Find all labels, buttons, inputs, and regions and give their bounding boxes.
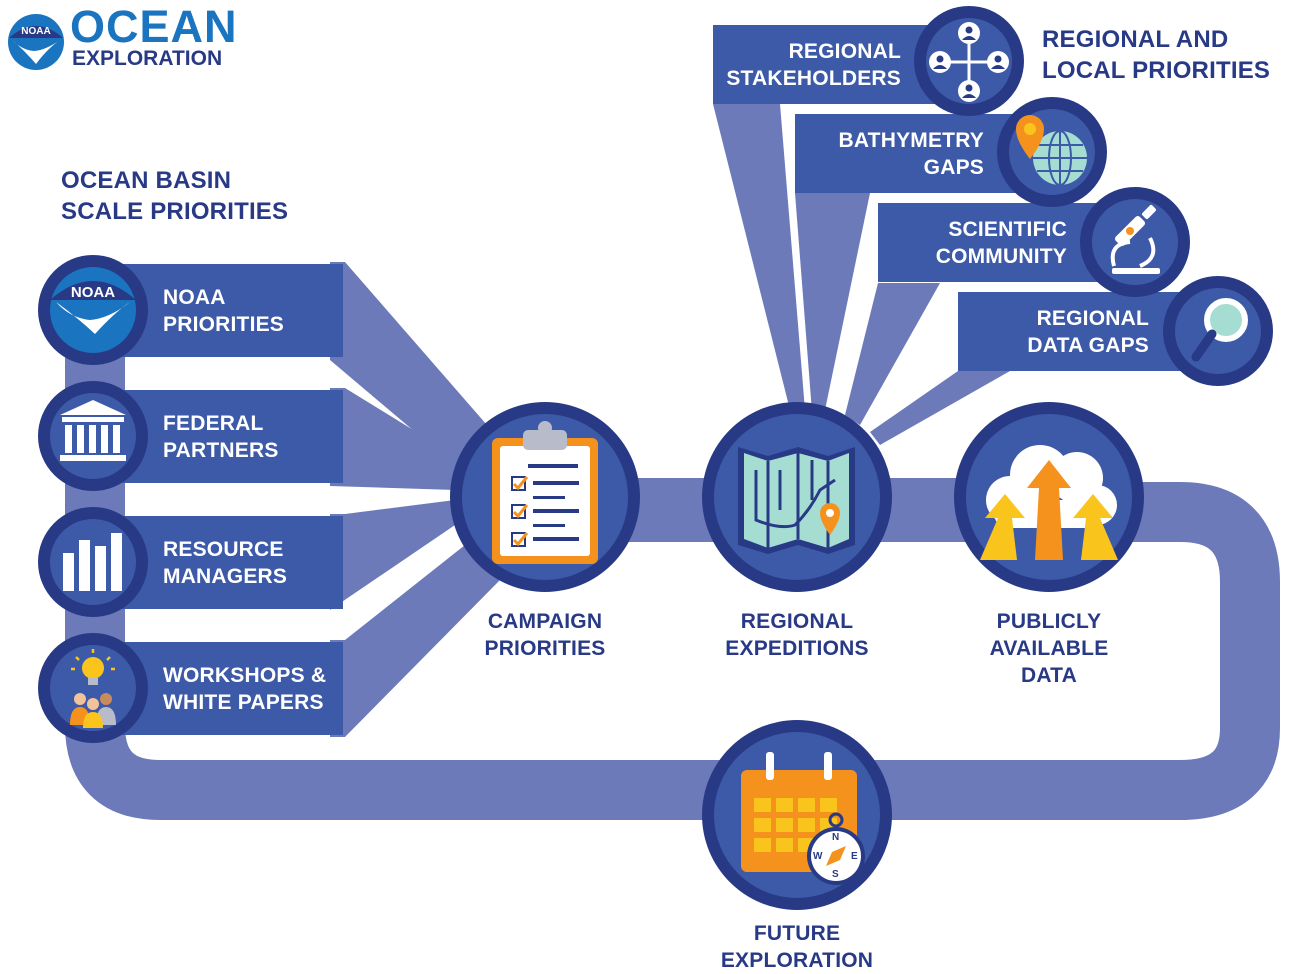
government-building-icon: [38, 381, 148, 491]
magnifier-icon: [1163, 276, 1273, 386]
cloud-upload-icon: [954, 402, 1144, 592]
label-resource-managers: RESOURCE MANAGERS: [163, 538, 288, 588]
label-scientific-community: SCIENTIFIC COMMUNITY: [935, 218, 1067, 268]
svg-text:NOAA: NOAA: [71, 284, 115, 301]
logo-title: OCEAN: [70, 1, 238, 52]
noaa-emblem-icon: NOAA: [8, 14, 64, 70]
heading-regional: REGIONAL AND LOCAL PRIORITIES: [1042, 26, 1271, 84]
logo-subtitle: EXPLORATION: [72, 47, 223, 70]
calendar-compass-icon: [702, 720, 892, 910]
label-bathymetry-gaps: BATHYMETRY GAPS: [838, 129, 984, 179]
clipboard-checklist-icon: [450, 402, 640, 592]
label-federal-partners: FEDERAL PARTNERS: [163, 412, 279, 462]
label-workshops: WORKSHOPS & WHITE PAPERS: [163, 664, 327, 714]
noaa-logo-icon: NOAA: [38, 255, 148, 365]
map-pin-icon: [702, 402, 892, 592]
label-regional-expeditions: REGIONAL EXPEDITIONS: [725, 610, 869, 660]
svg-text:NOAA: NOAA: [21, 26, 50, 37]
label-regional-data-gaps: REGIONAL DATA GAPS: [1027, 307, 1149, 357]
heading-basin: OCEAN BASIN SCALE PRIORITIES: [61, 167, 289, 225]
left-funnels: [330, 262, 500, 737]
label-future-exploration: FUTURE EXPLORATION: [720, 922, 874, 972]
label-regional-stakeholders: REGIONAL STAKEHOLDERS: [726, 40, 901, 90]
right-funnels: [713, 104, 1010, 445]
bar-chart-icon: [38, 507, 148, 617]
network-people-icon: [914, 6, 1024, 116]
label-publicly-available-data: PUBLICLY AVAILABLE DATA: [989, 610, 1109, 687]
lightbulb-people-icon: [38, 633, 148, 743]
track-loop: [65, 300, 1280, 820]
label-noaa-priorities: NOAA PRIORITIES: [163, 286, 285, 336]
microscope-icon: [1080, 187, 1190, 297]
globe-pin-icon: [997, 97, 1107, 207]
label-campaign-priorities: CAMPAIGN PRIORITIES: [484, 610, 606, 660]
